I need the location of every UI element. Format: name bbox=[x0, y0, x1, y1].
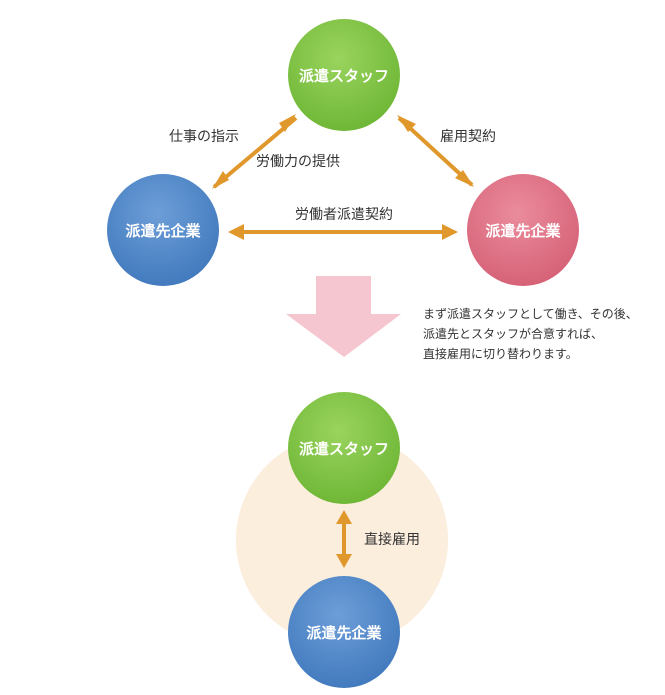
arrow-staff-agency bbox=[397, 115, 474, 187]
labor-label: 労働力の提供 bbox=[256, 154, 340, 170]
bottom-diagram: 派遣スタッフ 派遣先企業 直接雇用 bbox=[236, 392, 448, 688]
note-line: まず派遣スタッフとして働き、その後、 bbox=[423, 307, 638, 321]
staff-node: 派遣スタッフ bbox=[288, 19, 400, 131]
arrow-client-agency bbox=[228, 224, 458, 240]
note-line: 直接雇用に切り替わります。 bbox=[423, 347, 578, 361]
employment-contract-label: 雇用契約 bbox=[440, 128, 496, 145]
client-node: 派遣先企業 bbox=[107, 174, 219, 286]
bottom-staff-node-label: 派遣スタッフ bbox=[299, 440, 389, 458]
top-diagram: 派遣スタッフ 派遣先企業 派遣先企業 仕事の指示 労働力の提供 雇用契約 労働者… bbox=[107, 19, 579, 286]
instruction-label: 仕事の指示 bbox=[169, 129, 239, 145]
agency-node-label: 派遣先企業 bbox=[485, 222, 561, 240]
staff-node-label: 派遣スタッフ bbox=[299, 67, 389, 85]
dispatch-contract-label: 労働者派遣契約 bbox=[295, 207, 393, 223]
note-line: 派遣先とスタッフが合意すれば、 bbox=[423, 327, 604, 341]
client-node-label: 派遣先企業 bbox=[125, 222, 201, 240]
transition-note: まず派遣スタッフとして働き、その後、 派遣先とスタッフが合意すれば、 直接雇用に… bbox=[423, 304, 663, 364]
bottom-client-node-label: 派遣先企業 bbox=[306, 624, 382, 642]
bottom-client-node: 派遣先企業 bbox=[288, 576, 400, 688]
down-arrow bbox=[286, 276, 401, 357]
arrow-staff-client bbox=[212, 114, 298, 189]
arrow-direct-hire bbox=[336, 510, 352, 568]
direct-hire-label: 直接雇用 bbox=[364, 531, 420, 548]
bottom-staff-node: 派遣スタッフ bbox=[288, 392, 400, 504]
agency-node: 派遣先企業 bbox=[467, 174, 579, 286]
